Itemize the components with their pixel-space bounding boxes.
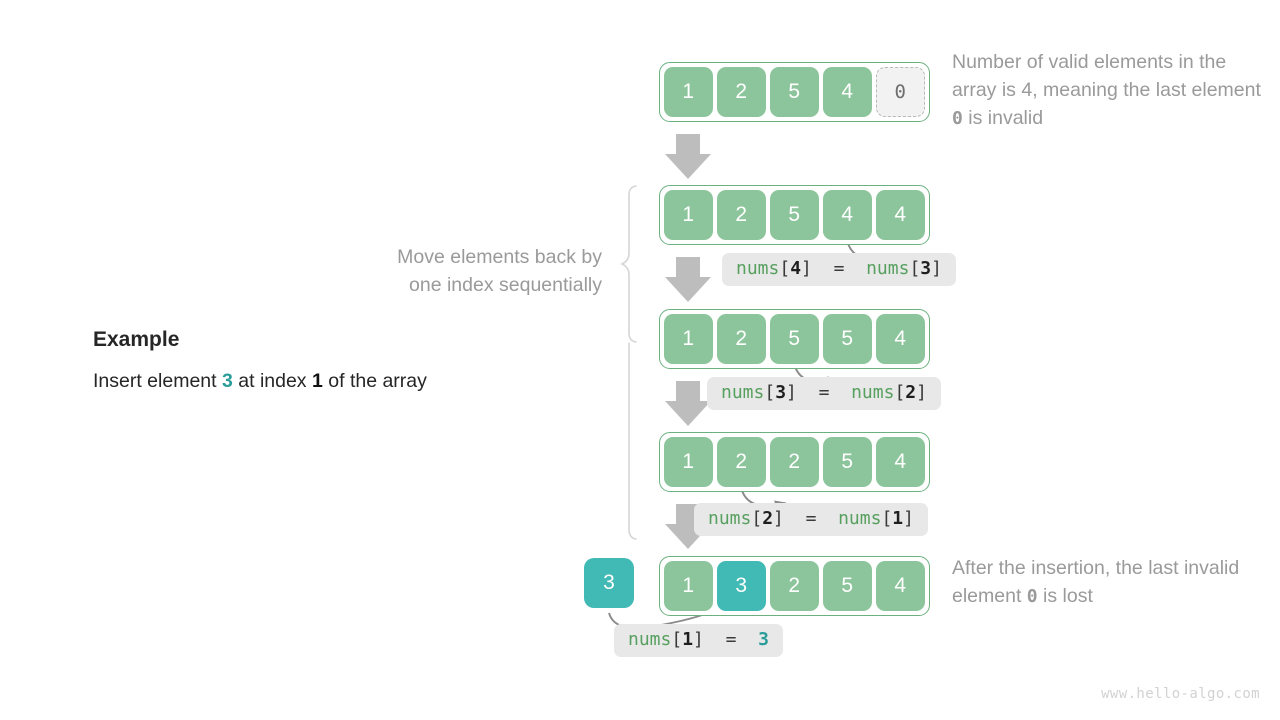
- code-bracket-open: [: [764, 382, 776, 403]
- array-cell: 3: [717, 561, 766, 611]
- array-cell: 2: [717, 437, 766, 487]
- code-index: 4: [790, 258, 802, 279]
- move-elements-note: Move elements back by one index sequenti…: [332, 243, 602, 299]
- example-index-value: 1: [311, 370, 323, 392]
- example-title: Example: [93, 328, 180, 351]
- array-cell: 5: [770, 67, 819, 117]
- code-value: 3: [758, 629, 769, 650]
- code-equals: =: [796, 382, 852, 403]
- code-nums4-eq-nums3: nums[4] = nums[3]: [722, 253, 956, 286]
- code-index: 2: [762, 508, 774, 529]
- array-cell: 4: [823, 67, 872, 117]
- code-bracket-close: ]: [916, 382, 927, 403]
- code-identifier: nums: [736, 258, 780, 279]
- code-nums3-eq-nums2: nums[3] = nums[2]: [707, 377, 941, 410]
- code-identifier: nums: [838, 508, 882, 529]
- code-nums1-eq-3: nums[1] = 3: [614, 624, 783, 657]
- array-cell: 2: [717, 190, 766, 240]
- array-cell: 2: [717, 67, 766, 117]
- code-bracket-open: [: [909, 258, 921, 279]
- code-identifier: nums: [721, 382, 765, 403]
- code-equals: =: [783, 508, 839, 529]
- after-insertion-note-part2: is lost: [1037, 585, 1093, 607]
- array-cell: 1: [664, 561, 713, 611]
- array-cell: 4: [876, 190, 925, 240]
- move-elements-note-line1: Move elements back by: [397, 246, 602, 268]
- array-cell: 5: [770, 190, 819, 240]
- array-cell: 4: [876, 314, 925, 364]
- array-cell: 5: [823, 561, 872, 611]
- code-bracket-open: [: [894, 382, 906, 403]
- code-equals: =: [703, 629, 759, 650]
- code-bracket-open: [: [779, 258, 791, 279]
- valid-elements-note-part2: is invalid: [962, 107, 1044, 129]
- code-bracket-open: [: [751, 508, 763, 529]
- after-insertion-note-part1: After the insertion, the last invalid el…: [952, 557, 1240, 607]
- array-cell: 1: [664, 67, 713, 117]
- example-text-after: of the array: [322, 370, 427, 392]
- array-cell: 5: [823, 437, 872, 487]
- array-cell: 2: [770, 437, 819, 487]
- insert-element-box: 3: [584, 558, 634, 608]
- code-bracket-close: ]: [773, 508, 784, 529]
- after-insertion-note: After the insertion, the last invalid el…: [952, 554, 1272, 611]
- array-cell: 5: [823, 314, 872, 364]
- code-bracket-close: ]: [801, 258, 812, 279]
- down-arrow-icon: [665, 257, 711, 302]
- watermark: www.hello-algo.com: [1101, 686, 1260, 702]
- array-cell: 2: [770, 561, 819, 611]
- example-description: Insert element 3 at index 1 of the array: [93, 370, 427, 393]
- after-insertion-note-value: 0: [1026, 586, 1038, 607]
- example-text-before: Insert element: [93, 370, 222, 392]
- code-bracket-close: ]: [693, 629, 704, 650]
- code-equals: =: [811, 258, 867, 279]
- array-cell: 1: [664, 437, 713, 487]
- code-bracket-close: ]: [903, 508, 914, 529]
- valid-elements-note-part1: Number of valid elements in the array is…: [952, 51, 1261, 101]
- array-cell: 1: [664, 190, 713, 240]
- code-bracket-open: [: [671, 629, 683, 650]
- down-arrow-icon: [665, 381, 711, 426]
- array-cell: 2: [717, 314, 766, 364]
- code-bracket-open: [: [881, 508, 893, 529]
- valid-elements-note: Number of valid elements in the array is…: [952, 48, 1272, 133]
- array-cell: 5: [770, 314, 819, 364]
- array-cell: 4: [823, 190, 872, 240]
- code-index: 2: [905, 382, 917, 403]
- code-identifier: nums: [851, 382, 895, 403]
- code-index: 3: [920, 258, 932, 279]
- example-element-value: 3: [221, 370, 233, 392]
- array-cell: 0: [876, 67, 925, 117]
- array-cell: 1: [664, 314, 713, 364]
- code-nums2-eq-nums1: nums[2] = nums[1]: [694, 503, 928, 536]
- code-identifier: nums: [866, 258, 910, 279]
- valid-elements-note-value: 0: [952, 108, 963, 129]
- code-identifier: nums: [708, 508, 752, 529]
- array-cell: 4: [876, 561, 925, 611]
- code-index: 3: [775, 382, 787, 403]
- code-identifier: nums: [628, 629, 672, 650]
- code-bracket-close: ]: [786, 382, 797, 403]
- array-cell: 4: [876, 437, 925, 487]
- example-text-middle: at index: [232, 370, 312, 392]
- code-index: 1: [892, 508, 904, 529]
- down-arrow-icon: [665, 134, 711, 179]
- code-bracket-close: ]: [931, 258, 942, 279]
- code-index: 1: [682, 629, 694, 650]
- move-elements-note-line2: one index sequentially: [409, 274, 602, 296]
- grouping-brace-icon: [619, 185, 637, 540]
